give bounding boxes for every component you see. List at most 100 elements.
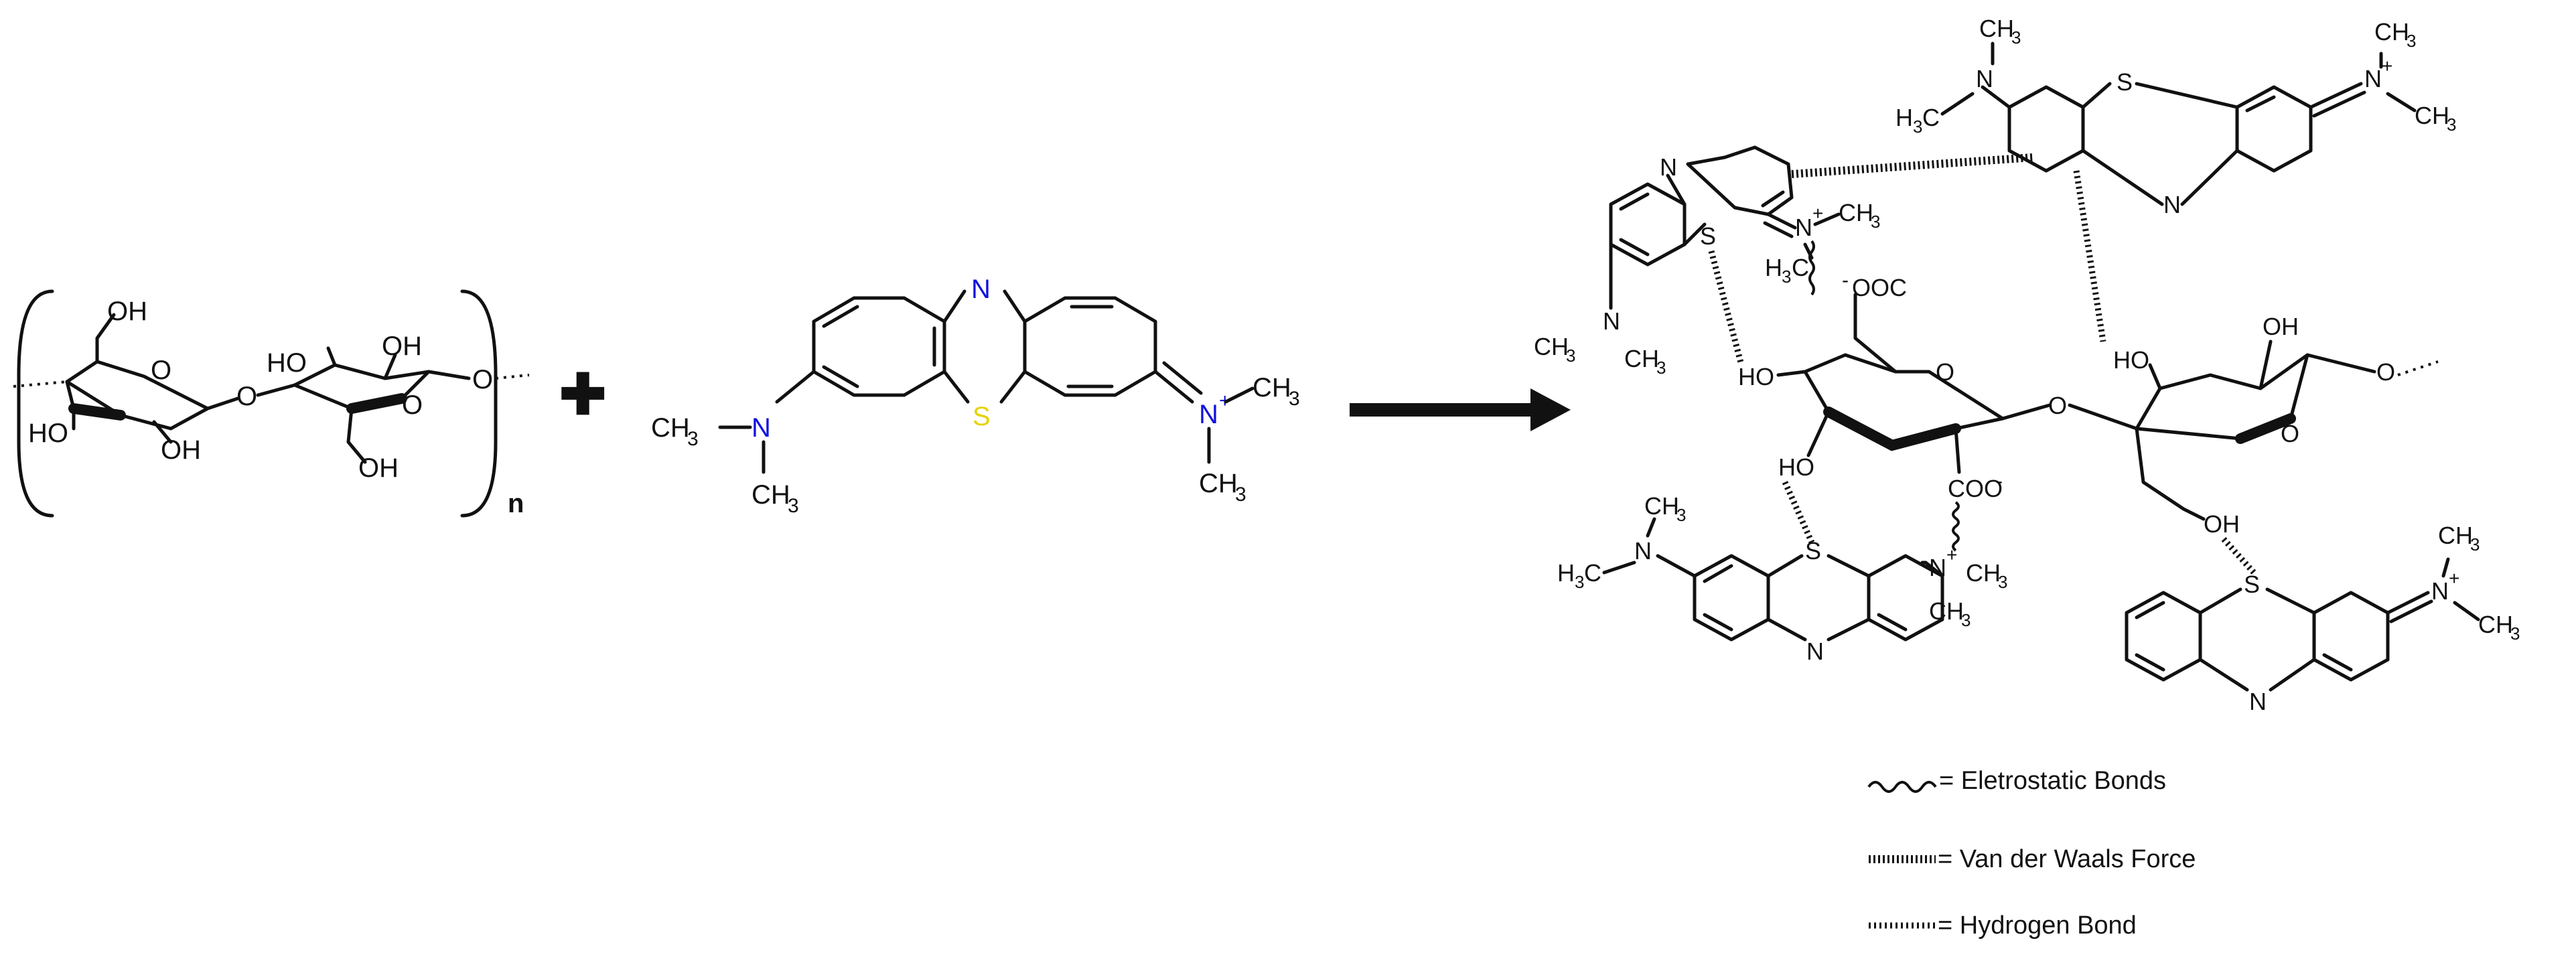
p4-left-ring bbox=[2125, 591, 2202, 682]
terminal-oxygen: O bbox=[472, 365, 493, 394]
legend-wavy-symbol bbox=[1867, 781, 1937, 793]
p1-amine-methyl-1: CH bbox=[1534, 333, 1569, 360]
pc-terminal-bond bbox=[2305, 353, 2376, 374]
cellulose-repeat-unit: n OH O HO OH O O HO OH OH bbox=[13, 289, 530, 518]
pc-carboxylate-top: OOC bbox=[1852, 274, 1907, 301]
p3-left-ring bbox=[1693, 554, 1770, 642]
p1-sulfur: S bbox=[1700, 222, 1716, 250]
p3-amine-methyl-1-bond bbox=[1646, 517, 1656, 538]
pc-oh-bottom: OH bbox=[2204, 510, 2240, 538]
p2-sulfur: S bbox=[2117, 68, 2133, 96]
mb-methyl-right-top-sub: 3 bbox=[1289, 388, 1300, 410]
mb-methyl-left-bottom-sub: 3 bbox=[788, 495, 799, 517]
p4-n-bond-left bbox=[2198, 658, 2249, 692]
pc-glyco-bond-right bbox=[2068, 403, 2139, 431]
cellulose-oh-top-right: OH bbox=[382, 331, 422, 361]
pc-left-front bbox=[1823, 406, 1961, 451]
pc-chain-link bbox=[2397, 360, 2439, 376]
mb-amine-bond bbox=[775, 370, 816, 404]
ring-two-front-edge bbox=[346, 393, 407, 414]
mb-methyl-left-bottom: CH bbox=[752, 480, 790, 510]
p2-n-bond-left bbox=[2081, 149, 2164, 206]
p3-left-double-1 bbox=[1703, 564, 1733, 583]
legend-hbond-label: = Hydrogen Bond bbox=[1938, 911, 2137, 940]
pc-left-oxygen: O bbox=[1936, 358, 1954, 386]
p1-left-double-1 bbox=[1619, 192, 1650, 211]
ring-one-oh-bond bbox=[152, 420, 173, 444]
p4-methyl-1: CH bbox=[2438, 522, 2473, 549]
p2-iminium: N bbox=[2364, 65, 2382, 92]
p1-iminium-bond-2 bbox=[1763, 221, 1794, 238]
mb-methyl-right-bottom: CH bbox=[1199, 469, 1238, 498]
mb-left-ring bbox=[812, 296, 946, 397]
p2-methyl-1: CH bbox=[2374, 18, 2409, 46]
cellulose-oh-top: OH bbox=[107, 297, 147, 326]
pc-coo-bond bbox=[1954, 427, 1961, 474]
p2-iminium-bond-2 bbox=[2312, 90, 2366, 118]
ring-one bbox=[65, 360, 210, 431]
pc-oh-right-bond bbox=[2259, 340, 2273, 390]
product-complex: N S N + CH 3 H 3 C N CH 3 CH 3 bbox=[1534, 15, 2520, 715]
mb-iminium-methyl-1-bond bbox=[1224, 386, 1255, 404]
mb-s-bond-right bbox=[999, 370, 1027, 404]
glycosidic-bond-right bbox=[256, 383, 297, 397]
p3-iminium: N bbox=[1929, 554, 1946, 581]
p2-methyl-2-bond bbox=[2386, 92, 2417, 113]
p4-right-ring bbox=[2312, 591, 2390, 682]
p2-amine-methyl-2-sub: 3 bbox=[1913, 117, 1922, 137]
p3-amine-methyl-2-prefix: H bbox=[1557, 559, 1575, 587]
pc-ho-left: HO bbox=[1738, 363, 1774, 390]
glycosidic-bond-left bbox=[206, 396, 240, 411]
pc-left-ring bbox=[1803, 353, 2005, 447]
p2-amine-methyl-2-prefix: H bbox=[1895, 104, 1913, 131]
p1-ring-nitrogen: N bbox=[1660, 153, 1677, 181]
ring-one-front-edge bbox=[68, 403, 126, 421]
p4-sulfur: S bbox=[2244, 571, 2260, 598]
p1-iminium: N bbox=[1795, 214, 1812, 241]
reaction-arrow bbox=[1350, 388, 1571, 431]
p1-amine-methyl-2: CH bbox=[1624, 345, 1659, 372]
mb-s-bond-left bbox=[942, 370, 970, 404]
ring-one-bond bbox=[65, 380, 76, 411]
cellulose-oh-bottom-right: OH bbox=[358, 453, 399, 483]
p2-s-bond-right bbox=[2135, 82, 2239, 109]
cellulose-ho-left: HO bbox=[28, 419, 68, 448]
cellulose-ho-right: HO bbox=[267, 348, 307, 378]
chain-link-right bbox=[495, 374, 530, 380]
p4-methyl-1-sub: 3 bbox=[2470, 534, 2480, 554]
legend-electrostatic: = Eletrostatic Bonds bbox=[1867, 767, 2166, 795]
electrostatic-top bbox=[1808, 240, 1815, 296]
methylene-blue-molecule: N S N CH 3 CH 3 N + CH 3 CH 3 bbox=[651, 275, 1300, 517]
p3-methyl-1: CH bbox=[1966, 559, 2001, 587]
p3-amine-methyl-2-c: C bbox=[1584, 559, 1601, 587]
p1-left-ring bbox=[1609, 182, 1687, 267]
p2-n-bond-right bbox=[2180, 149, 2239, 206]
pc-oh-right: OH bbox=[2263, 313, 2299, 340]
p1-methyl-1: CH bbox=[1839, 199, 1873, 226]
p1-s-bond-left bbox=[1683, 222, 1707, 246]
p1-methyl-bond bbox=[1813, 212, 1841, 226]
ring-two-oxygen: O bbox=[402, 390, 423, 420]
cellulose-oh-bottom: OH bbox=[161, 435, 201, 465]
mb-left-double-2 bbox=[822, 365, 859, 388]
p3-right-double bbox=[1877, 613, 1908, 632]
plus-sign: ✚ bbox=[559, 363, 606, 426]
mb-amine-nitrogen: N bbox=[752, 413, 771, 443]
pc-carboxylate-right: COO bbox=[1948, 475, 2003, 502]
p3-amine-methyl-1: CH bbox=[1644, 492, 1679, 520]
p1-n-bond bbox=[1666, 173, 1687, 206]
p3-methyl-2: CH bbox=[1929, 597, 1964, 625]
interactions bbox=[1708, 153, 2257, 575]
p4-methyl-2-sub: 3 bbox=[2510, 623, 2520, 644]
p3-methyl-2-sub: 3 bbox=[1961, 610, 1971, 630]
pc-carboxylate-right-minus: - bbox=[1996, 470, 2003, 492]
p1-amine-methyl-1-sub: 3 bbox=[1566, 346, 1575, 366]
p4-n-bond-right bbox=[2269, 658, 2316, 692]
p4-left-double-1 bbox=[2135, 601, 2165, 619]
p2-iminium-bond bbox=[2309, 82, 2363, 109]
mb-iminium-bond-1 bbox=[1153, 370, 1194, 404]
p4-iminium-bond-2 bbox=[2389, 599, 2433, 623]
p3-amine-methyl-2-bond bbox=[1602, 561, 1636, 575]
p1-methyl-2-prefix: H bbox=[1765, 254, 1782, 281]
p2-s-bond-left bbox=[2081, 82, 2112, 109]
